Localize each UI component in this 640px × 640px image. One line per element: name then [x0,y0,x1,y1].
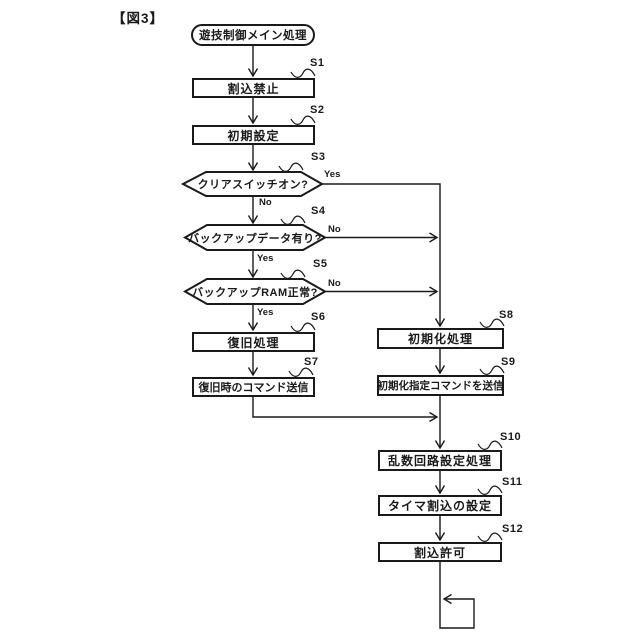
step-label-s10: S10 [500,431,522,443]
step-leader-s1 [290,68,316,78]
step-leader-s9 [479,365,505,375]
step-leader-s3 [278,162,304,172]
step-label-s12: S12 [502,523,524,535]
node-s2: 初期設定 [192,125,315,145]
node-s3-label: クリアスイッチオン? [197,179,309,191]
step-leader-s12 [477,532,503,542]
branch-label-s3-no: No [259,197,272,208]
step-label-s6: S6 [311,311,326,323]
node-s4-label: バックアップデータ有り? [188,232,322,245]
branch-label-s5-no: No [328,278,341,289]
step-leader-s4 [280,215,306,225]
node-s10: 乱数回路設定処理 [378,450,502,471]
edge-s3-yes-to-s8 [322,183,446,328]
branch-label-s3-yes: Yes [324,169,341,180]
branch-label-s4-yes: Yes [257,253,274,264]
node-s8: 初期化処理 [377,328,504,349]
node-s7-label: 復旧時のコマンド送信 [198,382,309,394]
node-s1: 割込禁止 [192,78,315,98]
step-label-s7: S7 [304,356,319,368]
step-label-s3: S3 [311,151,326,163]
step-label-s9: S9 [501,356,516,368]
step-label-s4: S4 [311,205,326,217]
step-leader-s6 [290,322,316,332]
step-label-s8: S8 [499,309,514,321]
node-s5: バックアップRAM正常? [192,279,318,304]
node-s3: クリアスイッチオン? [194,172,312,196]
step-leader-s10 [477,440,503,450]
node-s8-label: 初期化処理 [407,332,473,346]
node-s6: 復旧処理 [192,332,315,352]
step-label-s11: S11 [502,476,523,488]
node-s2-label: 初期設定 [227,128,280,143]
node-s5-label: バックアップRAM正常? [192,286,318,299]
branch-label-s5-yes: Yes [257,307,274,318]
node-s12: 割込許可 [378,542,502,562]
node-start-label: 遊技制御メイン処理 [199,30,307,42]
branch-label-s4-no: No [328,224,341,235]
step-label-s5: S5 [313,258,328,270]
node-s9: 初期化指定コマンドを送信 [377,375,504,396]
node-s7: 復旧時のコマンド送信 [192,377,315,397]
node-s10-label: 乱数回路設定処理 [387,454,492,468]
node-start: 遊技制御メイン処理 [191,24,315,46]
node-s12-label: 割込許可 [413,545,466,560]
step-leader-s2 [290,115,316,125]
step-leader-s8 [479,318,505,328]
step-leader-s5 [280,269,306,279]
figure-title: 【図3】 [112,11,165,26]
step-label-s1: S1 [310,57,325,69]
edge-s12-endless-loop [439,562,475,629]
node-s1-label: 割込禁止 [227,81,280,96]
step-label-s2: S2 [310,104,325,116]
node-s6-label: 復旧処理 [227,335,280,350]
node-s9-label: 初期化指定コマンドを送信 [377,380,504,392]
node-s4: バックアップデータ有り? [188,225,321,250]
step-leader-s11 [477,485,503,495]
edge-s7-to-junction [252,397,439,423]
step-leader-s7 [288,367,314,377]
node-s11-label: タイマ割込の設定 [387,499,492,513]
node-s11: タイマ割込の設定 [378,495,502,516]
